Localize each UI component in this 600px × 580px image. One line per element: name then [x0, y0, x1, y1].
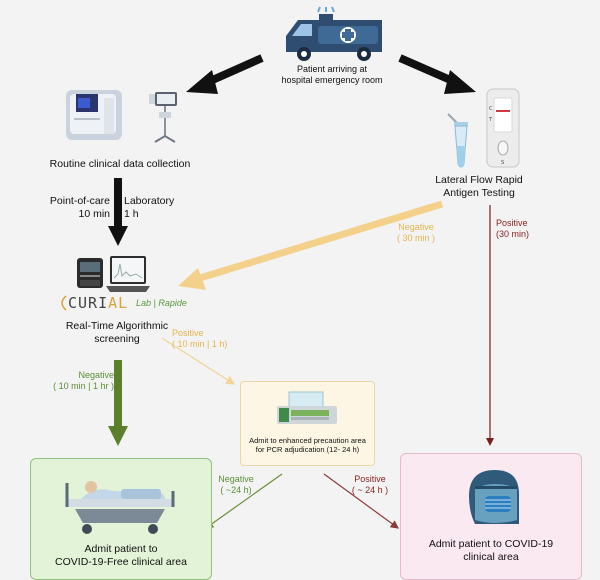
monitor-stand-icon — [147, 90, 181, 146]
poc-device-icon — [76, 256, 104, 290]
pcr-negative-label: Negative ( ~24 h) — [218, 474, 254, 495]
curial-brand: CURIAL — [68, 294, 129, 312]
routine-label: Routine clinical data collection — [49, 158, 191, 170]
ambulance-label: Patient arriving at hospital emergency r… — [281, 64, 383, 85]
covid-free-area-box: Admit patient to COVID-19-Free clinical … — [30, 458, 212, 580]
hospital-bed-icon — [61, 471, 181, 537]
arrow-pcr-positive — [323, 473, 399, 529]
arrow-lft-negative — [178, 200, 444, 290]
laptop-icon — [106, 254, 150, 294]
screening-label: Real-Time Algorithmic screening — [65, 320, 169, 345]
svg-text:S: S — [501, 160, 504, 166]
arrow-screen-negative — [108, 360, 128, 446]
arrow-to-screening — [108, 178, 128, 246]
curial-brand-accent: AL — [108, 294, 129, 312]
arrow-to-routine — [186, 54, 264, 94]
arrow-pcr-negative — [205, 473, 283, 529]
lateral-flow-cassette-icon: C T S — [486, 88, 520, 168]
pcr-positive-label: Positive ( ~ 24 h ) — [351, 474, 389, 495]
covid-free-label: Admit patient to COVID-19-Free clinical … — [55, 543, 187, 568]
lfd-negative-label: Negative ( 30 min ) — [396, 222, 435, 243]
lfd-positive-label: Positive (30 min) — [496, 218, 530, 239]
covid-label: Admit patient to COVID-19 clinical area — [428, 538, 554, 563]
arrow-lft-positive — [486, 205, 494, 446]
curial-sub: Lab | Rapide — [136, 298, 187, 308]
analyzer-machine-icon — [64, 84, 128, 142]
screen-negative-label: Negative ( 10 min | 1 hr ) — [53, 370, 114, 391]
covid-area-box: Admit patient to COVID-19 clinical area — [400, 453, 582, 580]
lfd-label: Lateral Flow Rapid Antigen Testing — [435, 174, 523, 199]
svg-text:T: T — [488, 117, 493, 123]
lab-label: Laboratory 1 h — [124, 195, 175, 220]
arrow-to-lft — [398, 54, 476, 94]
screen-positive-label: Positive ( 10 min | 1 h) — [172, 328, 228, 349]
svg-text:C: C — [489, 106, 493, 112]
test-tube-icon — [440, 110, 484, 174]
curial-logo: CURIAL Lab | Rapide — [56, 293, 196, 315]
pcr-label: Admit to enhanced precaution area for PC… — [249, 436, 366, 454]
ambulance-icon — [284, 6, 384, 62]
arrow-screen-positive — [161, 337, 236, 385]
pcr-machine-icon — [275, 390, 339, 426]
poc-label: Point-of-care 10 min — [49, 195, 110, 220]
ppe-face-shield-icon — [465, 466, 525, 528]
pcr-adjudication-box: Admit to enhanced precaution area for PC… — [240, 381, 375, 466]
